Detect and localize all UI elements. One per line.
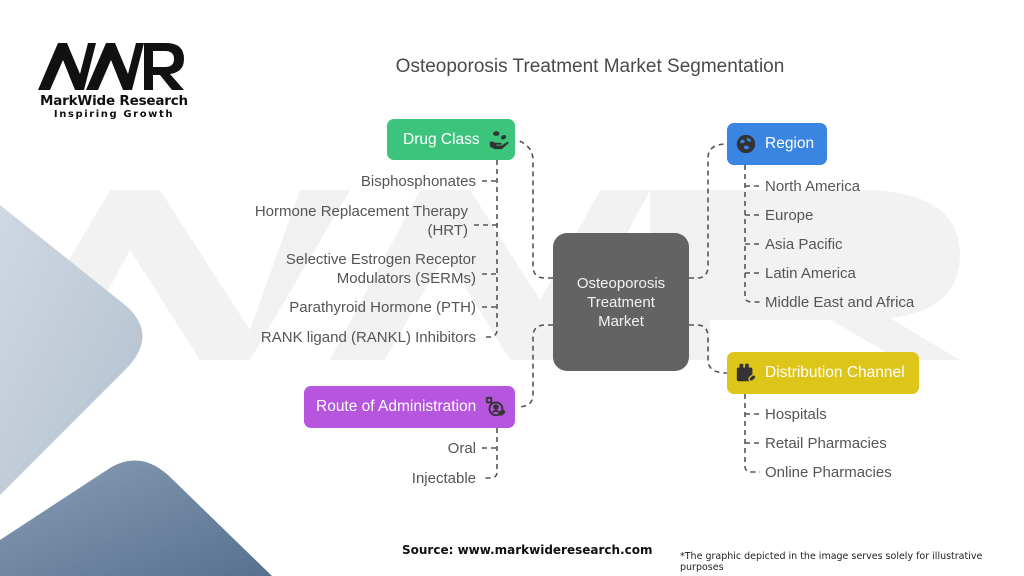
region-item: Asia Pacific <box>765 236 843 253</box>
category-region: Region <box>727 123 827 165</box>
category-distribution-channel: Distribution Channel <box>727 352 919 394</box>
center-node: Osteoporosis Treatment Market <box>553 233 689 371</box>
bg-shape-dark <box>0 460 272 576</box>
category-drug-class-label: Drug Class <box>403 130 480 148</box>
mwr-logo-mark <box>38 43 184 90</box>
category-route-of-administration: Route of Administration <box>304 386 515 428</box>
drug-class-item: Hormone Replacement Therapy (HRT) <box>254 203 468 239</box>
source-credit: Source: www.markwideresearch.com <box>402 543 653 557</box>
route-item: Injectable <box>411 470 476 487</box>
route-item: Oral <box>447 440 476 457</box>
brand-tagline: Inspiring Growth <box>53 109 175 120</box>
brand-name: MarkWide Research <box>40 93 188 109</box>
brand-logo: MarkWide Research Inspiring Growth <box>28 40 198 125</box>
distribution-item: Hospitals <box>765 406 827 423</box>
region-item: North America <box>765 178 861 195</box>
category-distribution-label: Distribution Channel <box>765 364 905 381</box>
bg-shape-light <box>0 205 143 495</box>
globe-icon <box>736 134 756 154</box>
region-item: Europe <box>765 207 814 224</box>
distribution-item: Retail Pharmacies <box>765 435 887 452</box>
drug-class-item: RANK ligand (RANKL) Inhibitors <box>260 329 476 346</box>
pill-hand-icon <box>489 130 509 149</box>
region-item: Middle East and Africa <box>765 294 915 311</box>
distribution-item: Online Pharmacies <box>765 464 892 481</box>
category-region-label: Region <box>765 135 815 152</box>
drug-class-item: Bisphosphonates <box>360 173 476 190</box>
category-drug-class: Drug Class <box>387 119 515 160</box>
center-node-label: Osteoporosis Treatment Market <box>576 274 666 330</box>
drug-class-item: Selective Estrogen Receptor Modulators (… <box>285 251 476 287</box>
category-route-label: Route of Administration <box>316 398 477 415</box>
medical-bag-icon <box>736 363 757 382</box>
drug-class-item: Parathyroid Hormone (PTH) <box>289 299 476 316</box>
patient-route-icon <box>486 396 506 417</box>
disclaimer-note: *The graphic depicted in the image serve… <box>680 551 983 573</box>
region-item: Latin America <box>765 265 856 282</box>
diagram-title: Osteoporosis Treatment Market Segmentati… <box>395 56 785 77</box>
